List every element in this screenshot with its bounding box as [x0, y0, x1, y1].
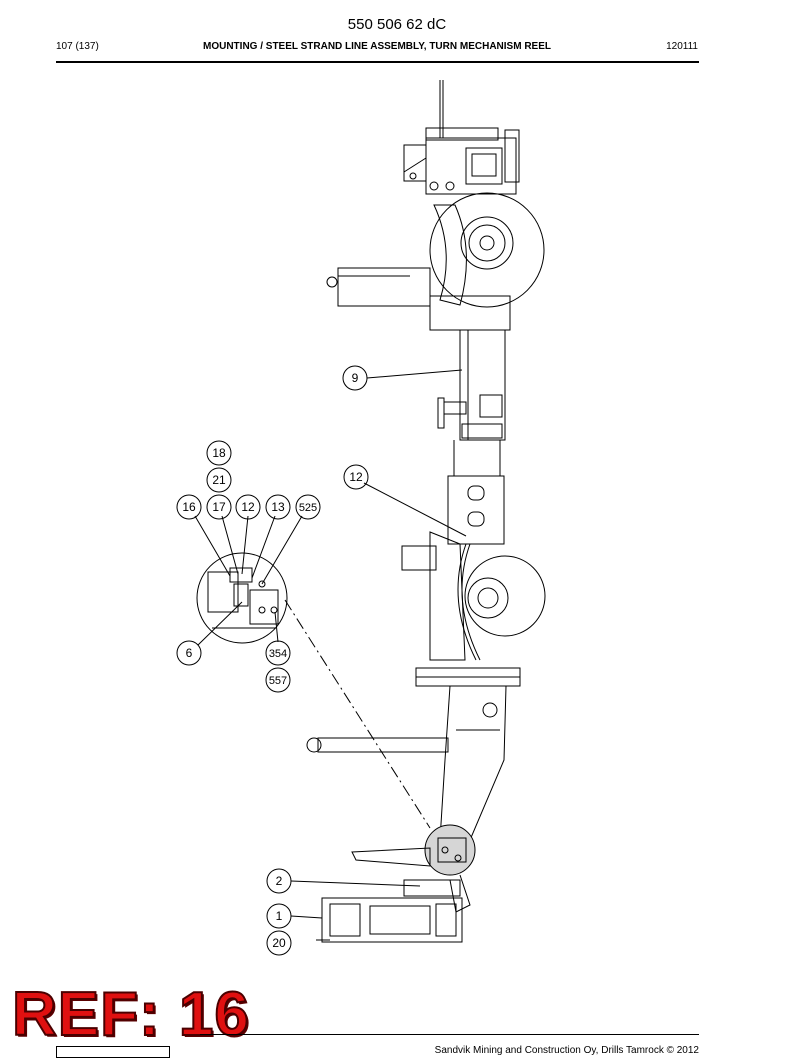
page-info: 107 (137) [56, 41, 99, 52]
boom-lower [439, 685, 507, 841]
callout-525: 525 [299, 502, 317, 514]
base-plate [403, 879, 461, 897]
callout-354: 354 [269, 648, 287, 660]
callout-2: 2 [276, 874, 283, 888]
doc-number: 550 506 62 dC [347, 16, 447, 33]
callout-20: 20 [272, 936, 286, 950]
lower-arm [317, 737, 449, 753]
header-rule [56, 61, 699, 63]
callout-9: 9 [352, 371, 359, 385]
callout-12-detail: 12 [241, 500, 255, 514]
callout-13: 13 [271, 500, 285, 514]
footer-copyright: Sandvik Mining and Construction Oy, Dril… [434, 1045, 699, 1056]
upper-pulley [429, 192, 545, 308]
callout-21: 21 [212, 473, 226, 487]
footer-logo [56, 1046, 170, 1058]
base-housing [424, 824, 476, 876]
ref-stamp: REF: 16 [11, 980, 250, 1049]
callout-1: 1 [276, 909, 283, 923]
callout-6: 6 [186, 646, 193, 660]
callout-18: 18 [212, 446, 226, 460]
base-frame [321, 897, 463, 943]
callout-17: 17 [212, 500, 226, 514]
document-title: MOUNTING / STEEL STRAND LINE ASSEMBLY, T… [203, 41, 551, 52]
detail-connector [284, 599, 431, 829]
footer-rule [200, 1034, 699, 1035]
upper-arm [337, 267, 431, 307]
callout-16: 16 [182, 500, 196, 514]
boom-upper [459, 329, 506, 441]
date-code: 120111 [666, 41, 698, 52]
detail-view-circle [196, 552, 288, 644]
callout-12-main: 12 [349, 470, 363, 484]
lower-pulley [464, 555, 546, 637]
callout-557: 557 [269, 675, 287, 687]
boom-middle [447, 475, 505, 545]
